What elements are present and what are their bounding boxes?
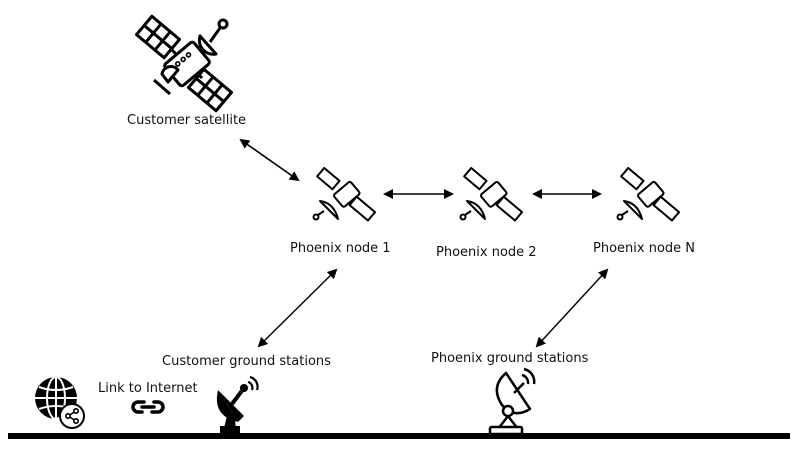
satellite-dish-filled-icon [216,375,259,434]
link-to-internet-label: Link to Internet [98,381,198,396]
customer-ground-stations-label: Customer ground stations [162,354,331,369]
satellite-icon [312,166,377,222]
satellite-dish-outline-icon [488,367,536,436]
link-node-n-to-phoenix-ground [535,268,609,348]
satellite-icon [459,166,524,222]
satellite-icon [616,166,681,222]
chain-link-icon [131,400,165,414]
phoenix-node-1-label: Phoenix node 1 [290,241,391,256]
link-node-1-to-customer-ground [257,268,338,348]
satellite-large-icon [134,14,234,113]
customer-satellite-label: Customer satellite [127,113,247,128]
globe-share-icon [35,376,85,429]
phoenix-node-2-label: Phoenix node 2 [436,245,537,260]
ground-line [8,433,790,439]
link-customer-satellite-to-node-1 [239,138,300,182]
phoenix-node-n-label: Phoenix node N [593,241,696,256]
phoenix-ground-stations-label: Phoenix ground stations [431,351,589,366]
